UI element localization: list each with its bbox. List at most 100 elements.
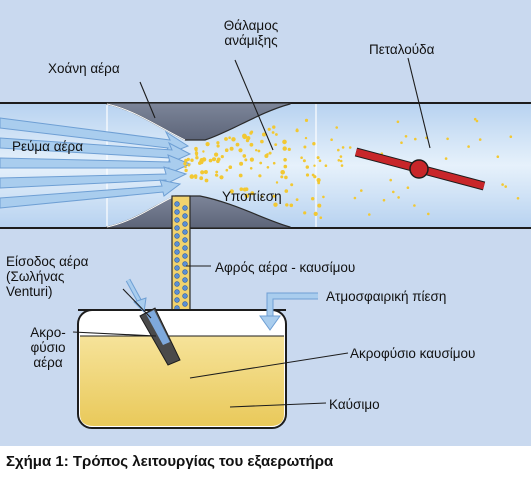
fuel-droplet — [285, 203, 289, 207]
fuel-level — [80, 336, 284, 426]
fuel-droplet — [244, 158, 248, 162]
fuel-droplet — [184, 165, 187, 169]
fuel-droplet — [219, 175, 224, 180]
fuel-droplet — [229, 146, 234, 151]
fuel-droplet — [478, 138, 482, 141]
label-air-stream: Ρεύμα αέρα — [12, 139, 84, 154]
label-mixing-chamber-line1: Θάλαμος — [223, 18, 279, 33]
fuel-droplet — [337, 159, 341, 162]
fuel-droplet — [202, 150, 205, 153]
fuel-droplet — [317, 181, 321, 185]
fuel-droplet — [249, 167, 253, 170]
fuel-droplet — [258, 174, 262, 178]
air-bubble — [174, 217, 180, 223]
fuel-droplet — [318, 159, 322, 162]
fuel-droplet — [268, 151, 272, 155]
fuel-droplet — [273, 202, 278, 207]
figure-caption: Σχήμα 1: Τρόπος λειτουργίας του εξαερωτή… — [6, 453, 334, 470]
fuel-droplet — [392, 190, 395, 194]
fuel-droplet — [501, 183, 504, 186]
fuel-droplet — [341, 146, 345, 149]
carburetor-diagram: Χοάνη αέρα Θάλαμος ανάμιξης Πεταλούδα Ρε… — [0, 0, 531, 446]
fuel-droplet — [414, 137, 417, 141]
fuel-droplet — [184, 168, 188, 173]
fuel-droplet — [360, 189, 363, 192]
label-air-horn: Χοάνη αέρα — [48, 61, 120, 76]
fuel-droplet — [249, 131, 253, 135]
fuel-droplet — [467, 145, 470, 148]
fuel-droplet — [200, 170, 205, 175]
fuel-droplet — [242, 133, 247, 139]
fuel-droplet — [284, 189, 289, 193]
fuel-droplet — [214, 152, 219, 157]
air-bubble — [174, 289, 180, 295]
fuel-droplet — [249, 142, 254, 147]
fuel-droplet — [184, 158, 188, 163]
fuel-droplet — [272, 125, 276, 129]
fuel-droplet — [340, 164, 344, 167]
fuel-droplet — [283, 158, 287, 162]
air-bubble — [182, 245, 188, 251]
fuel-droplet — [238, 173, 243, 178]
fuel-droplet — [217, 157, 221, 162]
fuel-droplet — [216, 141, 220, 145]
label-air-inlet-line3: Venturi) — [6, 284, 53, 299]
air-bubble — [174, 225, 180, 231]
fuel-droplet — [199, 176, 204, 181]
fuel-droplet — [335, 126, 339, 129]
fuel-droplet — [287, 147, 291, 151]
air-bubble — [182, 293, 188, 299]
air-bubble — [182, 277, 188, 283]
fuel-droplet — [400, 141, 403, 144]
throttle-valve — [354, 147, 486, 191]
fuel-droplet — [194, 176, 198, 179]
fuel-droplet — [280, 175, 284, 179]
fuel-droplet — [313, 164, 316, 167]
label-fuel: Καύσιμο — [329, 397, 380, 412]
fuel-droplet — [238, 148, 243, 153]
fuel-droplet — [225, 168, 229, 172]
fuel-droplet — [473, 117, 477, 121]
fuel-droplet — [239, 161, 244, 166]
label-mixing-chamber: Θάλαμος ανάμιξης — [211, 18, 291, 48]
fuel-droplet — [214, 173, 218, 177]
fuel-droplet — [229, 189, 234, 194]
fuel-droplet — [302, 159, 306, 163]
fuel-droplet — [496, 155, 500, 158]
fuel-droplet — [304, 136, 308, 140]
label-air-inlet-line1: Είσοδος αέρα — [6, 254, 89, 269]
fuel-droplet — [311, 197, 315, 201]
fuel-droplet — [339, 159, 343, 163]
air-stream-arrows — [0, 117, 192, 209]
fuel-droplet — [194, 148, 198, 152]
fuel-droplet — [304, 118, 309, 122]
fuel-droplet — [504, 185, 508, 188]
fuel-droplet — [272, 161, 276, 165]
air-inlet-arrow — [125, 278, 147, 314]
fuel-droplet — [339, 155, 343, 158]
fuel-droplet — [213, 157, 217, 161]
label-low-pressure: Υποπίεση — [222, 189, 282, 204]
air-bubble — [174, 265, 180, 271]
fuel-droplet — [208, 158, 213, 163]
carburetor-drawing — [0, 57, 531, 429]
air-bubble — [174, 281, 180, 287]
fuel-droplet — [290, 183, 294, 187]
fuel-droplet — [312, 142, 316, 146]
label-fuel-jet: Ακροφύσιο καυσίμου — [350, 346, 476, 361]
fuel-droplet — [396, 120, 400, 124]
air-bubble — [182, 301, 188, 307]
fuel-droplet — [319, 216, 323, 219]
fuel-droplet — [203, 170, 208, 174]
fuel-droplet — [300, 156, 303, 159]
fuel-droplet — [404, 135, 408, 138]
label-air-fuel-foam: Αφρός αέρα - καυσίμου — [215, 260, 356, 275]
label-air-jet-line2: φύσιο — [30, 340, 66, 355]
fuel-droplet — [337, 148, 340, 152]
air-bubble — [182, 229, 188, 235]
air-bubble — [174, 297, 180, 303]
fuel-droplet — [446, 137, 449, 141]
fuel-droplet — [275, 181, 279, 184]
air-bubble — [182, 269, 188, 275]
air-bubble — [174, 201, 180, 207]
